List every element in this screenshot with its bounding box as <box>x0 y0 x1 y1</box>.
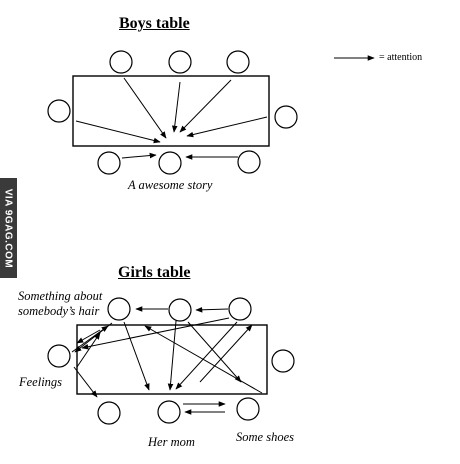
girls-seat <box>228 297 252 321</box>
boys-seat <box>168 50 192 74</box>
attention-arrow <box>123 321 150 391</box>
attention-arrow <box>73 366 98 398</box>
girls-label-hair-line1: Something about <box>18 289 103 303</box>
attention-arrow <box>171 81 181 133</box>
girls-seat <box>97 401 121 425</box>
attention-arrow <box>81 317 230 350</box>
girls-seat <box>236 397 260 421</box>
boys-table-title: Boys table <box>119 15 190 32</box>
boys-seat-storyteller <box>158 151 182 175</box>
girls-seat <box>107 297 131 321</box>
attention-arrow <box>76 332 101 368</box>
attention-arrow <box>144 325 263 394</box>
legend-label: = attention <box>379 52 423 63</box>
attention-arrow <box>179 79 232 133</box>
boys-seat <box>97 151 121 175</box>
girls-label-mom: Her mom <box>148 435 195 449</box>
girls-seat <box>47 344 71 368</box>
attention-arrow <box>195 307 229 313</box>
attention-arrow <box>121 152 157 159</box>
girls-seat <box>271 349 295 373</box>
girls-label-feelings: Feelings <box>19 375 63 389</box>
boys-seat <box>109 50 133 74</box>
attention-arrow <box>199 324 253 383</box>
attention-arrow <box>76 329 101 344</box>
attention-arrow <box>175 321 238 390</box>
boys-seat <box>226 50 250 74</box>
watermark-text: VIA 9GAG.COM <box>2 188 14 268</box>
attention-arrow <box>187 321 242 383</box>
attention-arrow <box>123 77 167 139</box>
boys-seat <box>274 105 298 129</box>
girls-table <box>76 324 268 395</box>
girls-label-shoes: Some shoes <box>236 430 294 444</box>
boys-seat <box>47 99 71 123</box>
boys-seat <box>237 150 261 174</box>
girls-table-title: Girls table <box>118 264 191 281</box>
girls-seat <box>157 400 181 424</box>
attention-arrow <box>71 325 109 353</box>
girls-label-hair-line2: somebody’s hair <box>18 304 100 318</box>
attention-arrow <box>75 120 161 144</box>
watermark: VIA 9GAG.COM <box>0 178 17 278</box>
boys-table <box>72 75 270 147</box>
boys-story-caption: A awesome story <box>128 178 213 192</box>
girls-seat <box>168 298 192 322</box>
attention-arrow <box>186 116 268 138</box>
attention-arrow <box>167 320 177 391</box>
